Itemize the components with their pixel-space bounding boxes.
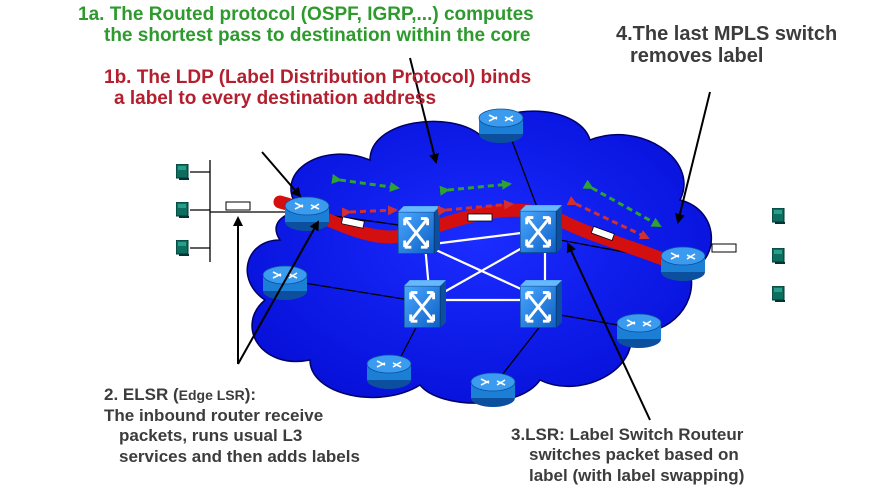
elsr-line3: packets, runs usual L3 — [119, 426, 303, 446]
packet-icon — [340, 216, 365, 229]
packet-icon — [467, 213, 493, 222]
ldp-note: 1b. The LDP (Label Distribution Protocol… — [104, 67, 531, 110]
lsr-line3: label (with label swapping) — [529, 465, 745, 485]
router-icon — [478, 108, 524, 144]
ldp-arrows — [341, 196, 650, 240]
packet-icon — [225, 201, 251, 211]
routed-protocol-line2: the shortest pass to destination within … — [104, 25, 531, 47]
elsr-title-sub: Edge LSR — [178, 387, 245, 403]
host-icon — [772, 286, 786, 302]
last-switch-line1: 4.The last MPLS switch — [616, 23, 838, 45]
elsr-title-end: ): — [244, 385, 257, 404]
lsr-line1: 3.LSR: Label Switch Routeur — [511, 425, 744, 444]
elsr-line4: services and then adds labels — [119, 447, 360, 467]
lsr-line2: switches packet based on — [529, 445, 739, 465]
mpls-switch-icon — [520, 205, 562, 253]
mpls-switch-icon — [398, 206, 440, 254]
router-icon — [660, 246, 706, 282]
host-icon — [176, 240, 190, 256]
ldp-line1: 1b. The LDP (Label Distribution Protocol… — [104, 67, 532, 88]
packet-icon — [711, 243, 737, 253]
routed-protocol-note: 1a. The Routed protocol (OSPF, IGRP,...)… — [78, 4, 534, 47]
mpls-switch-icon — [404, 280, 446, 328]
router-icon — [470, 372, 516, 408]
router-icon — [616, 313, 662, 349]
router-icon — [284, 196, 330, 232]
elsr-note: 2. ELSR (Edge LSR): The inbound router r… — [104, 385, 360, 468]
router-icon — [262, 265, 308, 301]
lsr-note: 3.LSR: Label Switch Routeur switches pac… — [511, 425, 744, 486]
last-switch-line2: removes label — [630, 45, 764, 68]
mpls-switch-icon — [520, 280, 562, 328]
last-switch-note: 4.The last MPLS switch removes label — [616, 23, 837, 68]
host-icon — [772, 248, 786, 264]
routed-protocol-line1: 1a. The Routed protocol (OSPF, IGRP,...)… — [78, 4, 534, 25]
ldp-line2: a label to every destination address — [114, 88, 437, 110]
elsr-title-main: 2. ELSR ( — [104, 385, 179, 404]
elsr-line2: The inbound router receive — [104, 405, 324, 425]
router-icon — [366, 354, 412, 390]
host-icon — [176, 202, 190, 218]
host-icon — [772, 208, 786, 224]
host-icon — [176, 164, 190, 180]
elsr-title: 2. ELSR (Edge LSR): — [104, 385, 360, 406]
callout-arrows — [233, 57, 711, 421]
